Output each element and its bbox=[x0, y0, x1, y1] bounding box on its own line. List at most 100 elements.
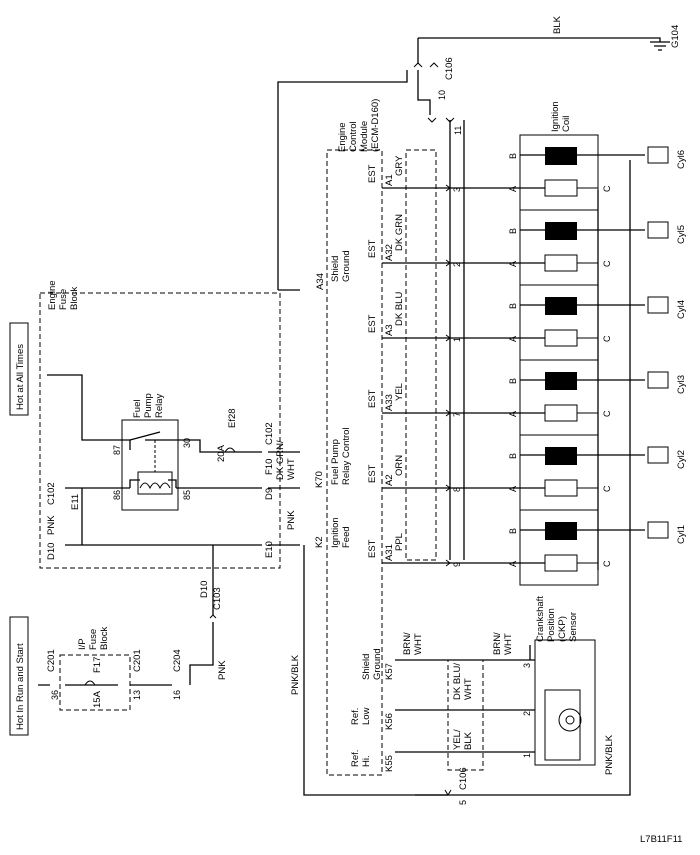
coil-primary-3 bbox=[544, 329, 578, 347]
d10-left: D10 bbox=[46, 543, 57, 560]
dashed-boundaries bbox=[39, 149, 484, 776]
est-label-3: EST bbox=[367, 314, 378, 333]
relay-pin-86: 86 bbox=[112, 490, 122, 500]
coil-pin-b-1: B bbox=[508, 153, 518, 159]
cylinder-label-4: Cyl3 bbox=[676, 375, 687, 394]
coil-pin-c-4: C bbox=[602, 410, 612, 417]
coil-primary-2 bbox=[544, 254, 578, 272]
k55: K55 bbox=[384, 755, 395, 772]
coil-core-3 bbox=[545, 297, 577, 315]
c204: C204 bbox=[172, 649, 183, 672]
pin-13: 13 bbox=[132, 690, 142, 700]
c201-left: C201 bbox=[46, 649, 57, 672]
pnkblk-left: PNK/BLK bbox=[290, 654, 301, 695]
c106-pin-1: 3 bbox=[452, 187, 462, 192]
k2: K2 bbox=[314, 536, 325, 548]
hot-all-box bbox=[9, 322, 29, 416]
cylinder-label-2: Cyl5 bbox=[676, 225, 687, 244]
coil-primary-1 bbox=[544, 179, 578, 197]
cylinder-label-6: Cyl1 bbox=[676, 525, 687, 544]
coil-core-1 bbox=[545, 147, 577, 165]
ecm-pin-4: A33 bbox=[384, 394, 395, 411]
brn-wht-2: WHT bbox=[413, 633, 424, 655]
sensor-pin-3: 3 bbox=[522, 663, 532, 668]
spark-plug-5 bbox=[647, 446, 669, 464]
c106-bottom: C106 bbox=[458, 767, 469, 790]
ref-hi-1: Ref. bbox=[350, 750, 361, 767]
hot-all-text: Hot at All Times bbox=[15, 344, 26, 410]
pin-a34: A34 bbox=[315, 273, 326, 290]
spark-plug-3 bbox=[647, 296, 669, 314]
fuel-pump-relay bbox=[121, 419, 236, 511]
ckp-1: Crankshaft bbox=[535, 596, 546, 642]
ecm-pin-1: A1 bbox=[384, 174, 395, 186]
fuel-pump-relay-control-2: Relay Control bbox=[341, 427, 352, 485]
ecm-4: (ECM-D160) bbox=[370, 99, 381, 152]
spark-plug-2 bbox=[647, 221, 669, 239]
shield-ground-s1: Shield bbox=[361, 654, 372, 680]
ckp-3: (CKP) bbox=[557, 616, 568, 642]
spark-plug-4 bbox=[647, 371, 669, 389]
k57: K57 bbox=[384, 663, 395, 680]
ignition-coil-2: Coil bbox=[561, 116, 572, 132]
pin-16: 16 bbox=[172, 690, 182, 700]
coil-core-5 bbox=[545, 447, 577, 465]
label-g104: G104 bbox=[670, 25, 681, 48]
ip-fuse-block-3: Block bbox=[99, 627, 110, 650]
wire-color-1: GRY bbox=[394, 155, 405, 176]
relay-1: Fuel bbox=[132, 400, 143, 418]
c106-mark-5 bbox=[445, 484, 451, 492]
c106-pin-6: 9 bbox=[452, 562, 462, 567]
coil-core-2 bbox=[545, 222, 577, 240]
wire-color-2: DK GRN bbox=[394, 214, 405, 251]
d10-lower: D10 bbox=[199, 581, 210, 598]
shield-ground-1: Shield bbox=[330, 256, 341, 282]
c103: C103 bbox=[212, 587, 223, 610]
ip-fuse-block-1: I/P bbox=[77, 638, 88, 650]
brn-wht-4: WHT bbox=[503, 633, 514, 655]
e10: E10 bbox=[264, 541, 275, 558]
c106-mark-4 bbox=[445, 409, 451, 417]
ckp-2: Position bbox=[546, 608, 557, 642]
coil-pin-c-5: C bbox=[602, 485, 612, 492]
ecm-3: Module bbox=[359, 121, 370, 152]
ref-low-1: Ref. bbox=[350, 708, 361, 725]
ref-hi-2: Hi. bbox=[361, 755, 372, 767]
brn-wht-1: BRN/ bbox=[402, 632, 413, 655]
shield-ground-2: Ground bbox=[341, 250, 352, 282]
brn-wht-3: BRN/ bbox=[492, 632, 503, 655]
fuse-20a: 20A bbox=[216, 444, 227, 462]
coil-pin-a-5: A bbox=[508, 486, 518, 492]
c106-pin-4: 7 bbox=[452, 412, 462, 417]
coil-primary-5 bbox=[544, 479, 578, 497]
wire-color-4: YEL bbox=[394, 383, 405, 401]
c106-mark-2 bbox=[445, 259, 451, 267]
ignition-feed-1: Ignition bbox=[330, 517, 341, 548]
pin-36: 36 bbox=[50, 690, 60, 700]
cylinder-label-3: Cyl4 bbox=[676, 300, 687, 319]
k56: K56 bbox=[384, 713, 395, 730]
c106-pin-3: 1 bbox=[452, 337, 462, 342]
hot-run-text: Hot In Run and Start bbox=[15, 643, 26, 730]
ref-low-2: Low bbox=[361, 707, 372, 725]
coil-pin-c-6: C bbox=[602, 560, 612, 567]
fuse-ef28: Ef28 bbox=[227, 408, 238, 428]
dkblu-wht-1: DK BLU/ bbox=[452, 663, 463, 700]
pnk-lower: PNK bbox=[217, 660, 228, 680]
sensor-pin-2: 2 bbox=[522, 711, 532, 716]
dkgrn-2: WHT bbox=[286, 458, 297, 480]
shield-ground-s2: Ground bbox=[372, 648, 383, 680]
coil-pin-a-4: A bbox=[508, 411, 518, 417]
coil-pin-c-1: C bbox=[602, 185, 612, 192]
coil-core-6 bbox=[545, 522, 577, 540]
k70: K70 bbox=[314, 471, 325, 488]
spark-plug-1 bbox=[647, 146, 669, 164]
engine-fuse-block-2: Fuse bbox=[58, 289, 69, 310]
labels: BLK G104 C106 10 11 Hot at All Times Hot… bbox=[9, 15, 682, 845]
pnkblk-right: PNK/BLK bbox=[604, 734, 615, 775]
sensor-pin-1: 1 bbox=[522, 753, 532, 758]
est-label-6: EST bbox=[367, 539, 378, 558]
coil-pin-b-2: B bbox=[508, 228, 518, 234]
